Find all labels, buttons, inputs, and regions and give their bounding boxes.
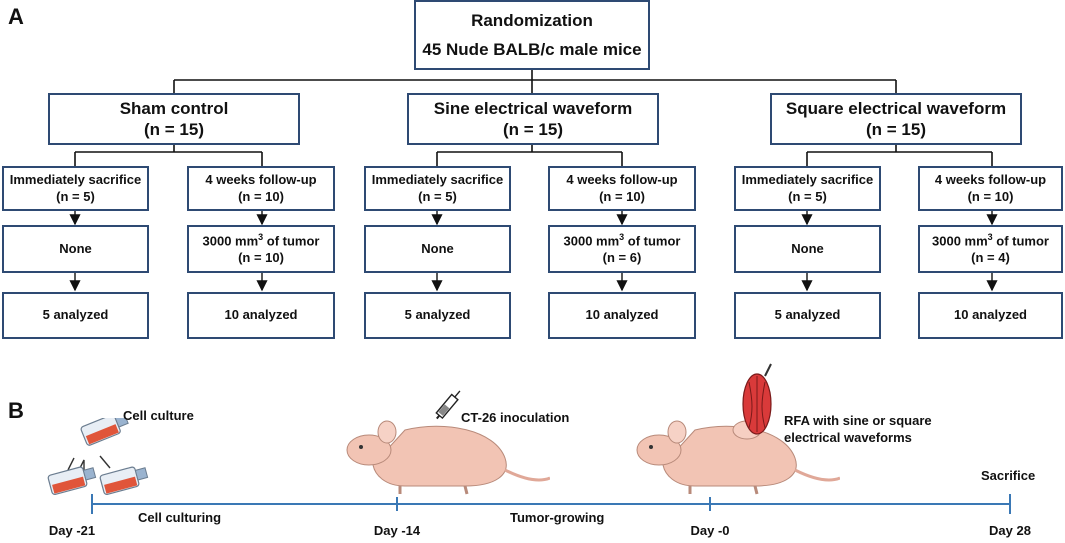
panel-label-a: A [8, 4, 24, 29]
sine-tumor-box: 3000 mm3 of tumor (n = 6) [548, 225, 696, 273]
sham-immediate-box: Immediately sacrifice (n = 5) [2, 166, 149, 211]
tumor-label: 3000 mm3 of tumor [563, 232, 681, 249]
randomization-box: Randomization 45 Nude BALB/c male mice [414, 0, 650, 70]
sham-analyzed-right-box: 10 analyzed [187, 292, 335, 339]
rfa-label-line2: electrical waveforms [784, 430, 912, 445]
analyzed-label: 10 analyzed [585, 307, 659, 323]
group-name: Square electrical waveform [785, 98, 1007, 118]
subgroup-count: (n = 10) [238, 188, 284, 204]
rfa-electrode-icon [742, 363, 772, 435]
sine-none-box: None [364, 225, 511, 273]
analyzed-label: 10 analyzed [954, 307, 1027, 323]
group-count: (n = 15) [503, 120, 563, 139]
sham-followup-box: 4 weeks follow-up (n = 10) [187, 166, 335, 211]
group-count: (n = 15) [144, 120, 204, 139]
timeline-day-label: Day 28 [989, 523, 1031, 538]
analyzed-label: 5 analyzed [774, 307, 841, 323]
sham-analyzed-left-box: 5 analyzed [2, 292, 149, 339]
mouse-icon [346, 420, 550, 495]
outcome-label: None [421, 240, 454, 256]
subgroup-count: (n = 10) [599, 188, 645, 204]
randomization-subtitle: 45 Nude BALB/c male mice [422, 40, 642, 59]
sine-followup-box: 4 weeks follow-up (n = 10) [548, 166, 696, 211]
group-box-sham: Sham control (n = 15) [48, 93, 300, 145]
subgroup-title: Immediately sacrifice [9, 172, 142, 188]
inoculation-label: CT-26 inoculation [461, 410, 570, 425]
square-immediate-box: Immediately sacrifice (n = 5) [734, 166, 881, 211]
subgroup-title: Immediately sacrifice [371, 172, 504, 188]
analyzed-label: 5 analyzed [42, 307, 109, 323]
tumor-count: (n = 6) [602, 249, 642, 265]
analyzed-label: 10 analyzed [224, 307, 298, 323]
randomization-title: Randomization [471, 10, 593, 30]
group-name: Sham control [119, 98, 229, 118]
subgroup-count: (n = 5) [56, 188, 95, 204]
phase-cell-culturing: Cell culturing [138, 510, 222, 525]
subgroup-title: 4 weeks follow-up [934, 172, 1047, 188]
subgroup-title: 4 weeks follow-up [205, 172, 317, 188]
sham-tumor-box: 3000 mm3 of tumor (n = 10) [187, 225, 335, 273]
panel-label-b: B [8, 398, 24, 423]
sine-analyzed-right-box: 10 analyzed [548, 292, 696, 339]
phase-tumor-growing: Tumor-growing [510, 510, 605, 525]
square-followup-box: 4 weeks follow-up (n = 10) [918, 166, 1063, 211]
square-analyzed-right-box: 10 analyzed [918, 292, 1063, 339]
sacrifice-label: Sacrifice [981, 468, 1036, 483]
subgroup-title: Immediately sacrifice [741, 172, 874, 188]
subgroup-count: (n = 5) [418, 188, 457, 204]
square-analyzed-left-box: 5 analyzed [734, 292, 881, 339]
timeline-day-label: Day -0 [690, 523, 730, 538]
syringe-icon [435, 390, 461, 420]
analyzed-label: 5 analyzed [404, 307, 471, 323]
sine-immediate-box: Immediately sacrifice (n = 5) [364, 166, 511, 211]
tumor-count: (n = 10) [238, 249, 284, 265]
tumor-count: (n = 4) [971, 249, 1010, 265]
group-name: Sine electrical waveform [433, 98, 633, 118]
group-count: (n = 15) [866, 120, 926, 139]
sham-none-box: None [2, 225, 149, 273]
rfa-label-line1: RFA with sine or square [784, 413, 932, 428]
outcome-label: None [791, 240, 824, 256]
timeline-day-label: Day -14 [373, 523, 421, 538]
mouse-icon [636, 420, 840, 495]
timeline-day-label: Day -21 [48, 523, 96, 538]
culture-flask-icon [47, 418, 149, 496]
cell-culture-label: Cell culture [123, 408, 194, 423]
outcome-label: None [59, 240, 92, 256]
square-tumor-box: 3000 mm3 of tumor (n = 4) [918, 225, 1063, 273]
group-box-square: Square electrical waveform (n = 15) [770, 93, 1022, 145]
subgroup-count: (n = 5) [788, 188, 827, 204]
subgroup-count: (n = 10) [967, 188, 1014, 204]
sine-analyzed-left-box: 5 analyzed [364, 292, 511, 339]
tumor-label: 3000 mm3 of tumor [202, 232, 320, 249]
tumor-label: 3000 mm3 of tumor [932, 232, 1049, 249]
group-box-sine: Sine electrical waveform (n = 15) [407, 93, 659, 145]
square-none-box: None [734, 225, 881, 273]
subgroup-title: 4 weeks follow-up [566, 172, 678, 188]
